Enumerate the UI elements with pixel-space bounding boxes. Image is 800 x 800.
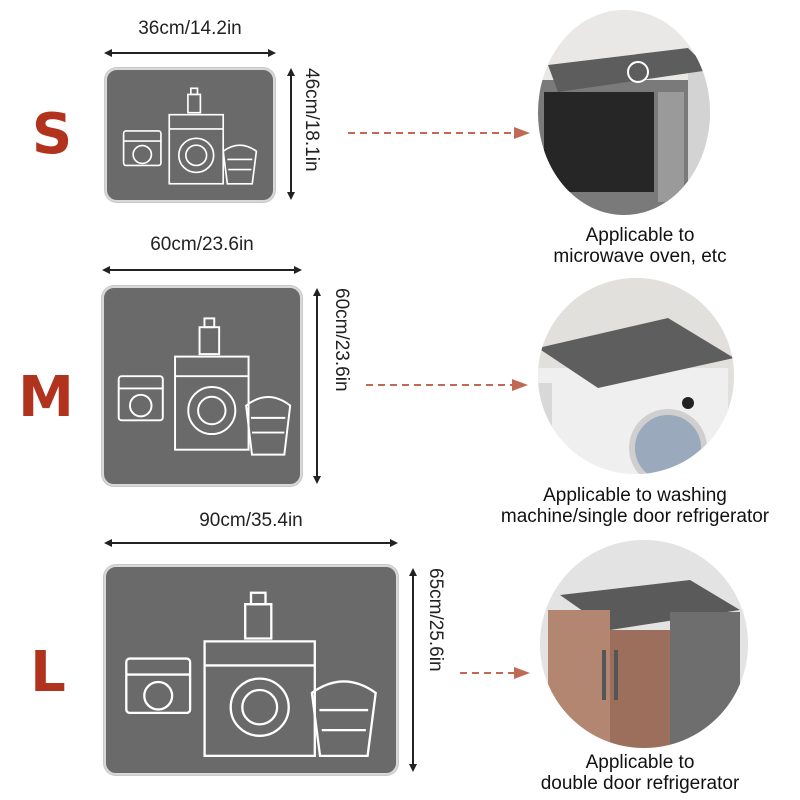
width-label-m: 60cm/23.6in xyxy=(150,234,254,255)
height-label-m: 60cm/23.6in xyxy=(331,288,352,392)
width-dimension-arrow-l xyxy=(104,539,398,547)
size-letter-l: L xyxy=(30,640,66,705)
scene-microwave xyxy=(538,10,710,215)
scene-washing-machine xyxy=(538,278,734,474)
pointer-arrow-m xyxy=(366,379,528,391)
mat-m xyxy=(102,286,302,486)
height-dimension-arrow-s xyxy=(287,68,295,200)
mat-l xyxy=(104,565,398,775)
caption-s: Applicable to microwave oven, etc xyxy=(500,225,780,267)
height-dimension-arrow-l xyxy=(409,568,417,772)
width-label-s: 36cm/14.2in xyxy=(138,18,242,39)
caption-m-line1: Applicable to washing xyxy=(543,485,727,506)
height-label-l: 65cm/25.6in xyxy=(425,568,446,672)
width-dimension-arrow-s xyxy=(104,49,276,57)
caption-s-line2: microwave oven, etc xyxy=(553,246,727,267)
caption-l-line2: double door refrigerator xyxy=(540,773,740,794)
width-dimension-arrow-m xyxy=(102,266,302,274)
caption-m: Applicable to washing machine/single doo… xyxy=(470,485,800,527)
width-label-l: 90cm/35.4in xyxy=(199,510,303,531)
mat-s xyxy=(105,68,275,202)
size-letter-s: S xyxy=(31,102,73,167)
laundry-illustration-icon xyxy=(125,591,377,757)
height-dimension-arrow-m xyxy=(313,288,321,484)
height-label-s: 46cm/18.1in xyxy=(301,68,322,172)
pointer-arrow-s xyxy=(348,127,530,139)
caption-m-line2: machine/single door refrigerator xyxy=(500,506,770,527)
laundry-illustration-icon xyxy=(117,317,292,456)
caption-l-line1: Applicable to xyxy=(585,752,695,773)
laundry-illustration-icon xyxy=(122,87,258,185)
caption-s-line1: Applicable to xyxy=(585,225,695,246)
caption-l: Applicable to double door refrigerator xyxy=(500,752,780,794)
pointer-arrow-l xyxy=(460,667,530,679)
size-letter-m: M xyxy=(18,365,74,430)
scene-double-door-refrigerator xyxy=(540,540,748,748)
